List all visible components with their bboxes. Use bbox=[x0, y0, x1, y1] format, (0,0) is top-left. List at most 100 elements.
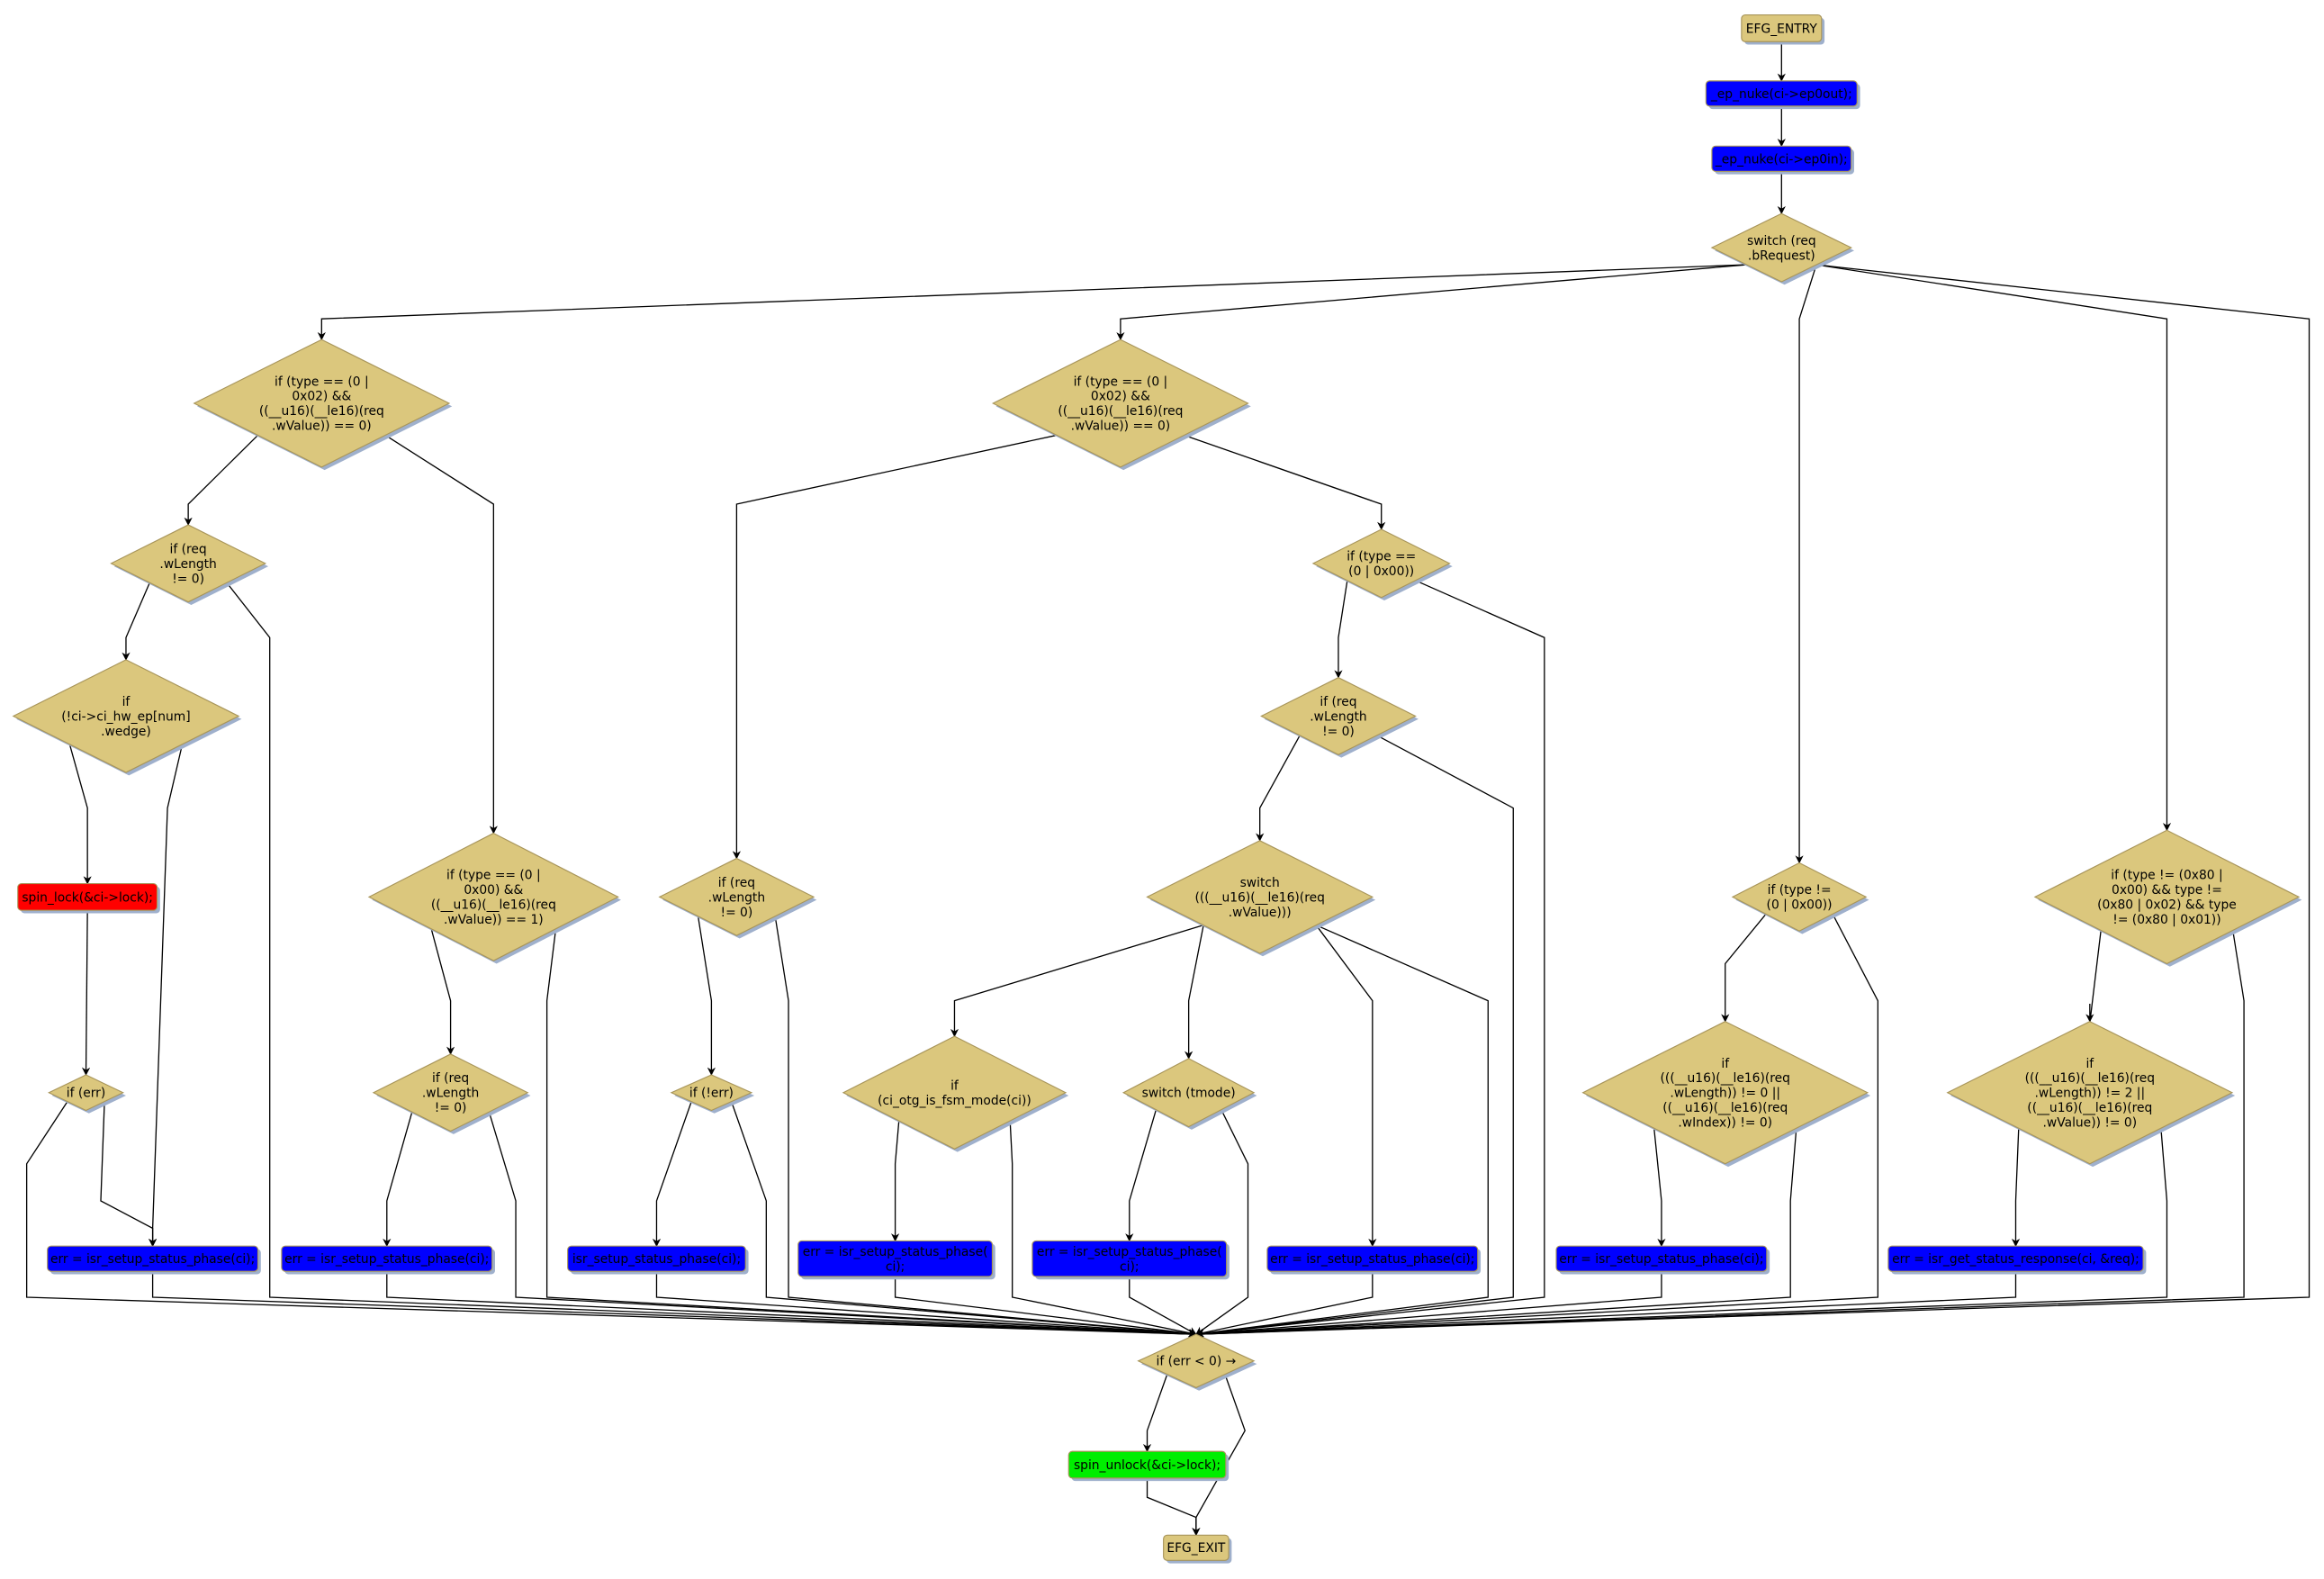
node-label-line: != (0x80 | 0x01)) bbox=[2112, 913, 2220, 927]
decision-node-d14[interactable]: if (!err) bbox=[670, 1074, 755, 1114]
node-label: if (req.wLength!= 0) bbox=[422, 1071, 479, 1115]
node-label-line: .wLength bbox=[159, 557, 216, 572]
edge-d7-to-d13 bbox=[430, 928, 455, 1055]
decision-node-d13[interactable]: if (req.wLength!= 0) bbox=[372, 1053, 531, 1134]
statement-node-b5[interactable]: err = isr_setup_status_phase(ci); bbox=[1031, 1240, 1230, 1280]
node-label: if (!err) bbox=[689, 1087, 734, 1101]
decision-node-d12[interactable]: if (err) bbox=[48, 1074, 126, 1114]
node-label: if (type == (0 |0x02) &&((__u16)(__le16)… bbox=[259, 374, 384, 433]
node-label: EFG_ENTRY bbox=[1746, 22, 1818, 36]
node-shape bbox=[1146, 840, 1374, 954]
node-label-line: err = isr_setup_status_phase( bbox=[803, 1245, 988, 1259]
decision-node-d2[interactable]: if (type == (0 |0x02) &&((__u16)(__le16)… bbox=[991, 338, 1251, 471]
edge-d4-to-d6 bbox=[1334, 580, 1348, 679]
node-label-line: err = isr_setup_status_phase(ci); bbox=[1270, 1252, 1474, 1267]
decision-node-d10[interactable]: if (type !=(0 | 0x00)) bbox=[1731, 862, 1869, 934]
node-label-line: err = isr_get_status_response(ci, &req); bbox=[1892, 1252, 2139, 1267]
decision-node-d8[interactable]: if (req.wLength!= 0) bbox=[658, 857, 817, 939]
decision-node-d19[interactable]: if (err < 0) → bbox=[1137, 1333, 1257, 1391]
statement-node-nuke_out[interactable]: _ep_nuke(ci->ep0out); bbox=[1705, 80, 1860, 110]
statement-node-lock[interactable]: spin_lock(&ci->lock); bbox=[17, 882, 160, 914]
node-label-line: (((__u16)(__le16)(req bbox=[1194, 890, 1324, 905]
edge-d6-to-d9 bbox=[1256, 735, 1301, 842]
node-label-line: ((__u16)(__le16)(req bbox=[431, 898, 556, 913]
node-label-line: .bRequest) bbox=[1748, 248, 1815, 263]
node-label-line: .wValue)) == 0) bbox=[272, 420, 372, 434]
edge-d12-to-d19 bbox=[25, 1101, 1197, 1339]
node-label: err = isr_setup_status_phase(ci); bbox=[1559, 1252, 1763, 1267]
statement-node-unlock[interactable]: spin_unlock(&ci->lock); bbox=[1067, 1450, 1230, 1482]
node-label-line: ((__u16)(__le16)(req bbox=[259, 404, 384, 419]
edge-d11-to-d19 bbox=[1194, 930, 2245, 1339]
decision-node-d16[interactable]: switch (tmode) bbox=[1121, 1058, 1257, 1130]
statement-node-exit[interactable]: EFG_EXIT bbox=[1163, 1534, 1232, 1564]
node-label-line: _ep_nuke(ci->ep0out); bbox=[1710, 87, 1852, 102]
edge-d17-to-b7 bbox=[1653, 1128, 1666, 1248]
edge-sw_req-to-d2 bbox=[1116, 264, 1747, 341]
decision-node-d18[interactable]: if(((__u16)(__le16)(req.wLength)) != 2 |… bbox=[1946, 1021, 2236, 1168]
node-label: if (req.wLength!= 0) bbox=[1310, 695, 1366, 739]
statement-node-b3[interactable]: isr_setup_status_phase(ci); bbox=[567, 1245, 749, 1275]
node-label: if (err < 0) → bbox=[1157, 1355, 1237, 1369]
statement-node-entry[interactable]: EFG_ENTRY bbox=[1741, 14, 1825, 45]
node-label: if (req.wLength!= 0) bbox=[708, 876, 765, 920]
edge-d8-to-d14 bbox=[697, 916, 716, 1076]
edge-d9-to-d15 bbox=[950, 925, 1204, 1038]
node-shape bbox=[797, 1240, 994, 1277]
decision-node-d5[interactable]: if(!ci->ci_hw_ep[num].wedge) bbox=[12, 659, 242, 776]
statement-node-b4[interactable]: err = isr_setup_status_phase(ci); bbox=[797, 1240, 995, 1280]
node-label-line: spin_unlock(&ci->lock); bbox=[1074, 1458, 1221, 1473]
edge-d11-to-d18 bbox=[2085, 930, 2102, 1024]
edge-d10-to-d17 bbox=[1721, 913, 1767, 1023]
decision-node-d11[interactable]: if (type != (0x80 |0x00) && type !=(0x80… bbox=[2033, 829, 2302, 967]
node-shape bbox=[1555, 1245, 1768, 1272]
node-shape bbox=[1260, 677, 1417, 755]
decision-node-sw_req[interactable]: switch (req.bRequest) bbox=[1710, 212, 1855, 285]
edge-d12-to-b1 bbox=[100, 1101, 158, 1248]
edge-d16-to-d19 bbox=[1195, 1109, 1249, 1335]
node-label-line: _ep_nuke(ci->ep0in); bbox=[1715, 152, 1848, 167]
edge-d18-to-d19 bbox=[1194, 1128, 2168, 1339]
node-shape bbox=[2033, 829, 2301, 965]
node-label-line: ci); bbox=[886, 1259, 905, 1274]
statement-node-b7[interactable]: err = isr_setup_status_phase(ci); bbox=[1555, 1245, 1770, 1275]
node-label-line: .wLength bbox=[422, 1087, 479, 1101]
node-label: _ep_nuke(ci->ep0in); bbox=[1715, 152, 1848, 167]
node-label-line: != 0) bbox=[1322, 725, 1355, 739]
node-shape bbox=[1705, 80, 1858, 107]
node-label-line: != 0) bbox=[435, 1101, 467, 1115]
decision-node-d3[interactable]: if (req.wLength!= 0) bbox=[110, 524, 269, 605]
statement-node-b8[interactable]: err = isr_get_status_response(ci, &req); bbox=[1887, 1245, 2147, 1275]
node-label: err = isr_setup_status_phase(ci); bbox=[1270, 1252, 1474, 1267]
decision-node-d7[interactable]: if (type == (0 |0x00) &&((__u16)(__le16)… bbox=[367, 832, 621, 964]
decision-node-d17[interactable]: if(((__u16)(__le16)(req.wLength)) != 0 |… bbox=[1581, 1021, 1871, 1168]
decision-node-d6[interactable]: if (req.wLength!= 0) bbox=[1260, 677, 1419, 758]
decision-node-d1[interactable]: if (type == (0 |0x02) &&((__u16)(__le16)… bbox=[193, 338, 453, 471]
node-label-line: .wLength bbox=[708, 890, 765, 905]
decision-node-d9[interactable]: switch(((__u16)(__le16)(req.wValue))) bbox=[1146, 840, 1376, 957]
node-label-line: switch (tmode) bbox=[1142, 1087, 1236, 1101]
edge-d4-to-d19 bbox=[1194, 580, 1545, 1338]
node-label: if(((__u16)(__le16)(req.wLength)) != 2 |… bbox=[2025, 1057, 2155, 1131]
decision-node-d15[interactable]: if(ci_otg_is_fsm_mode(ci)) bbox=[842, 1035, 1069, 1152]
decision-node-d4[interactable]: if (type ==(0 | 0x00)) bbox=[1311, 528, 1453, 601]
node-label-line: if (err) bbox=[67, 1087, 106, 1101]
node-label: if (type == (0 |0x00) &&((__u16)(__le16)… bbox=[431, 869, 556, 927]
node-shape bbox=[110, 524, 267, 603]
node-shape bbox=[1067, 1450, 1227, 1479]
statement-node-b2[interactable]: err = isr_setup_status_phase(ci); bbox=[281, 1245, 495, 1275]
node-shape bbox=[1946, 1021, 2234, 1165]
node-shape bbox=[1311, 528, 1451, 599]
edge-d14-to-d19 bbox=[731, 1101, 1197, 1339]
edge-b2-to-d19 bbox=[386, 1271, 1197, 1339]
node-label: if (type ==(0 | 0x00)) bbox=[1347, 550, 1416, 579]
node-label: err = isr_get_status_response(ci, &req); bbox=[1892, 1252, 2139, 1267]
node-shape bbox=[281, 1245, 493, 1272]
nodes: EFG_ENTRY _ep_nuke(ci->ep0out); _ep_nuke(c… bbox=[12, 14, 2302, 1564]
statement-node-nuke_in[interactable]: _ep_nuke(ci->ep0in); bbox=[1711, 145, 1855, 175]
node-label: if (req.wLength!= 0) bbox=[159, 542, 216, 586]
statement-node-b1[interactable]: err = isr_setup_status_phase(ci); bbox=[47, 1245, 261, 1275]
node-shape bbox=[1266, 1245, 1479, 1272]
node-label-line: 0x02) && bbox=[1091, 390, 1150, 404]
statement-node-b6[interactable]: err = isr_setup_status_phase(ci); bbox=[1266, 1245, 1482, 1275]
